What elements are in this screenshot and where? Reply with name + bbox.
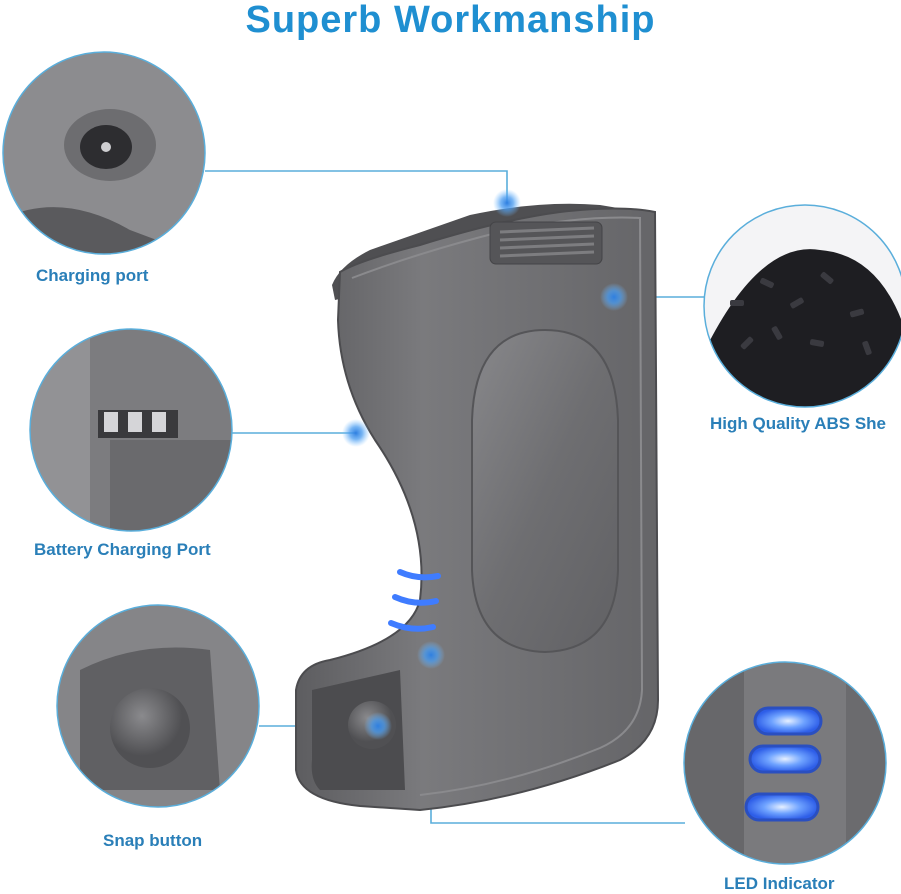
battery-window xyxy=(471,328,619,654)
battery-body xyxy=(295,203,660,812)
zoom-abs-pellets xyxy=(703,204,901,408)
label-charging-port: Charging port xyxy=(36,266,149,285)
glow-dot-led xyxy=(417,641,445,669)
glow-dot-abs-shell xyxy=(600,283,628,311)
glow-dot-charging-port xyxy=(493,189,521,217)
zoom-battery-charging-port xyxy=(29,328,233,532)
page-title: Superb Workmanship xyxy=(245,0,656,41)
zoom-led-indicator xyxy=(683,661,887,865)
led-bars xyxy=(388,569,441,632)
glow-dots xyxy=(342,189,628,740)
glow-dot-battery-port xyxy=(342,419,370,447)
label-led-indicator: LED Indicator xyxy=(724,874,835,893)
zoom-charging-port xyxy=(2,51,206,255)
label-battery-charging-port: Battery Charging Port xyxy=(34,540,211,559)
glow-dot-snap-button xyxy=(364,712,392,740)
label-snap-button: Snap button xyxy=(103,831,203,850)
callout-line-charging-port xyxy=(205,170,508,203)
zoom-snap-button xyxy=(56,604,260,808)
label-abs-shell: High Quality ABS She xyxy=(710,414,887,433)
battery-front-rim xyxy=(351,216,644,796)
